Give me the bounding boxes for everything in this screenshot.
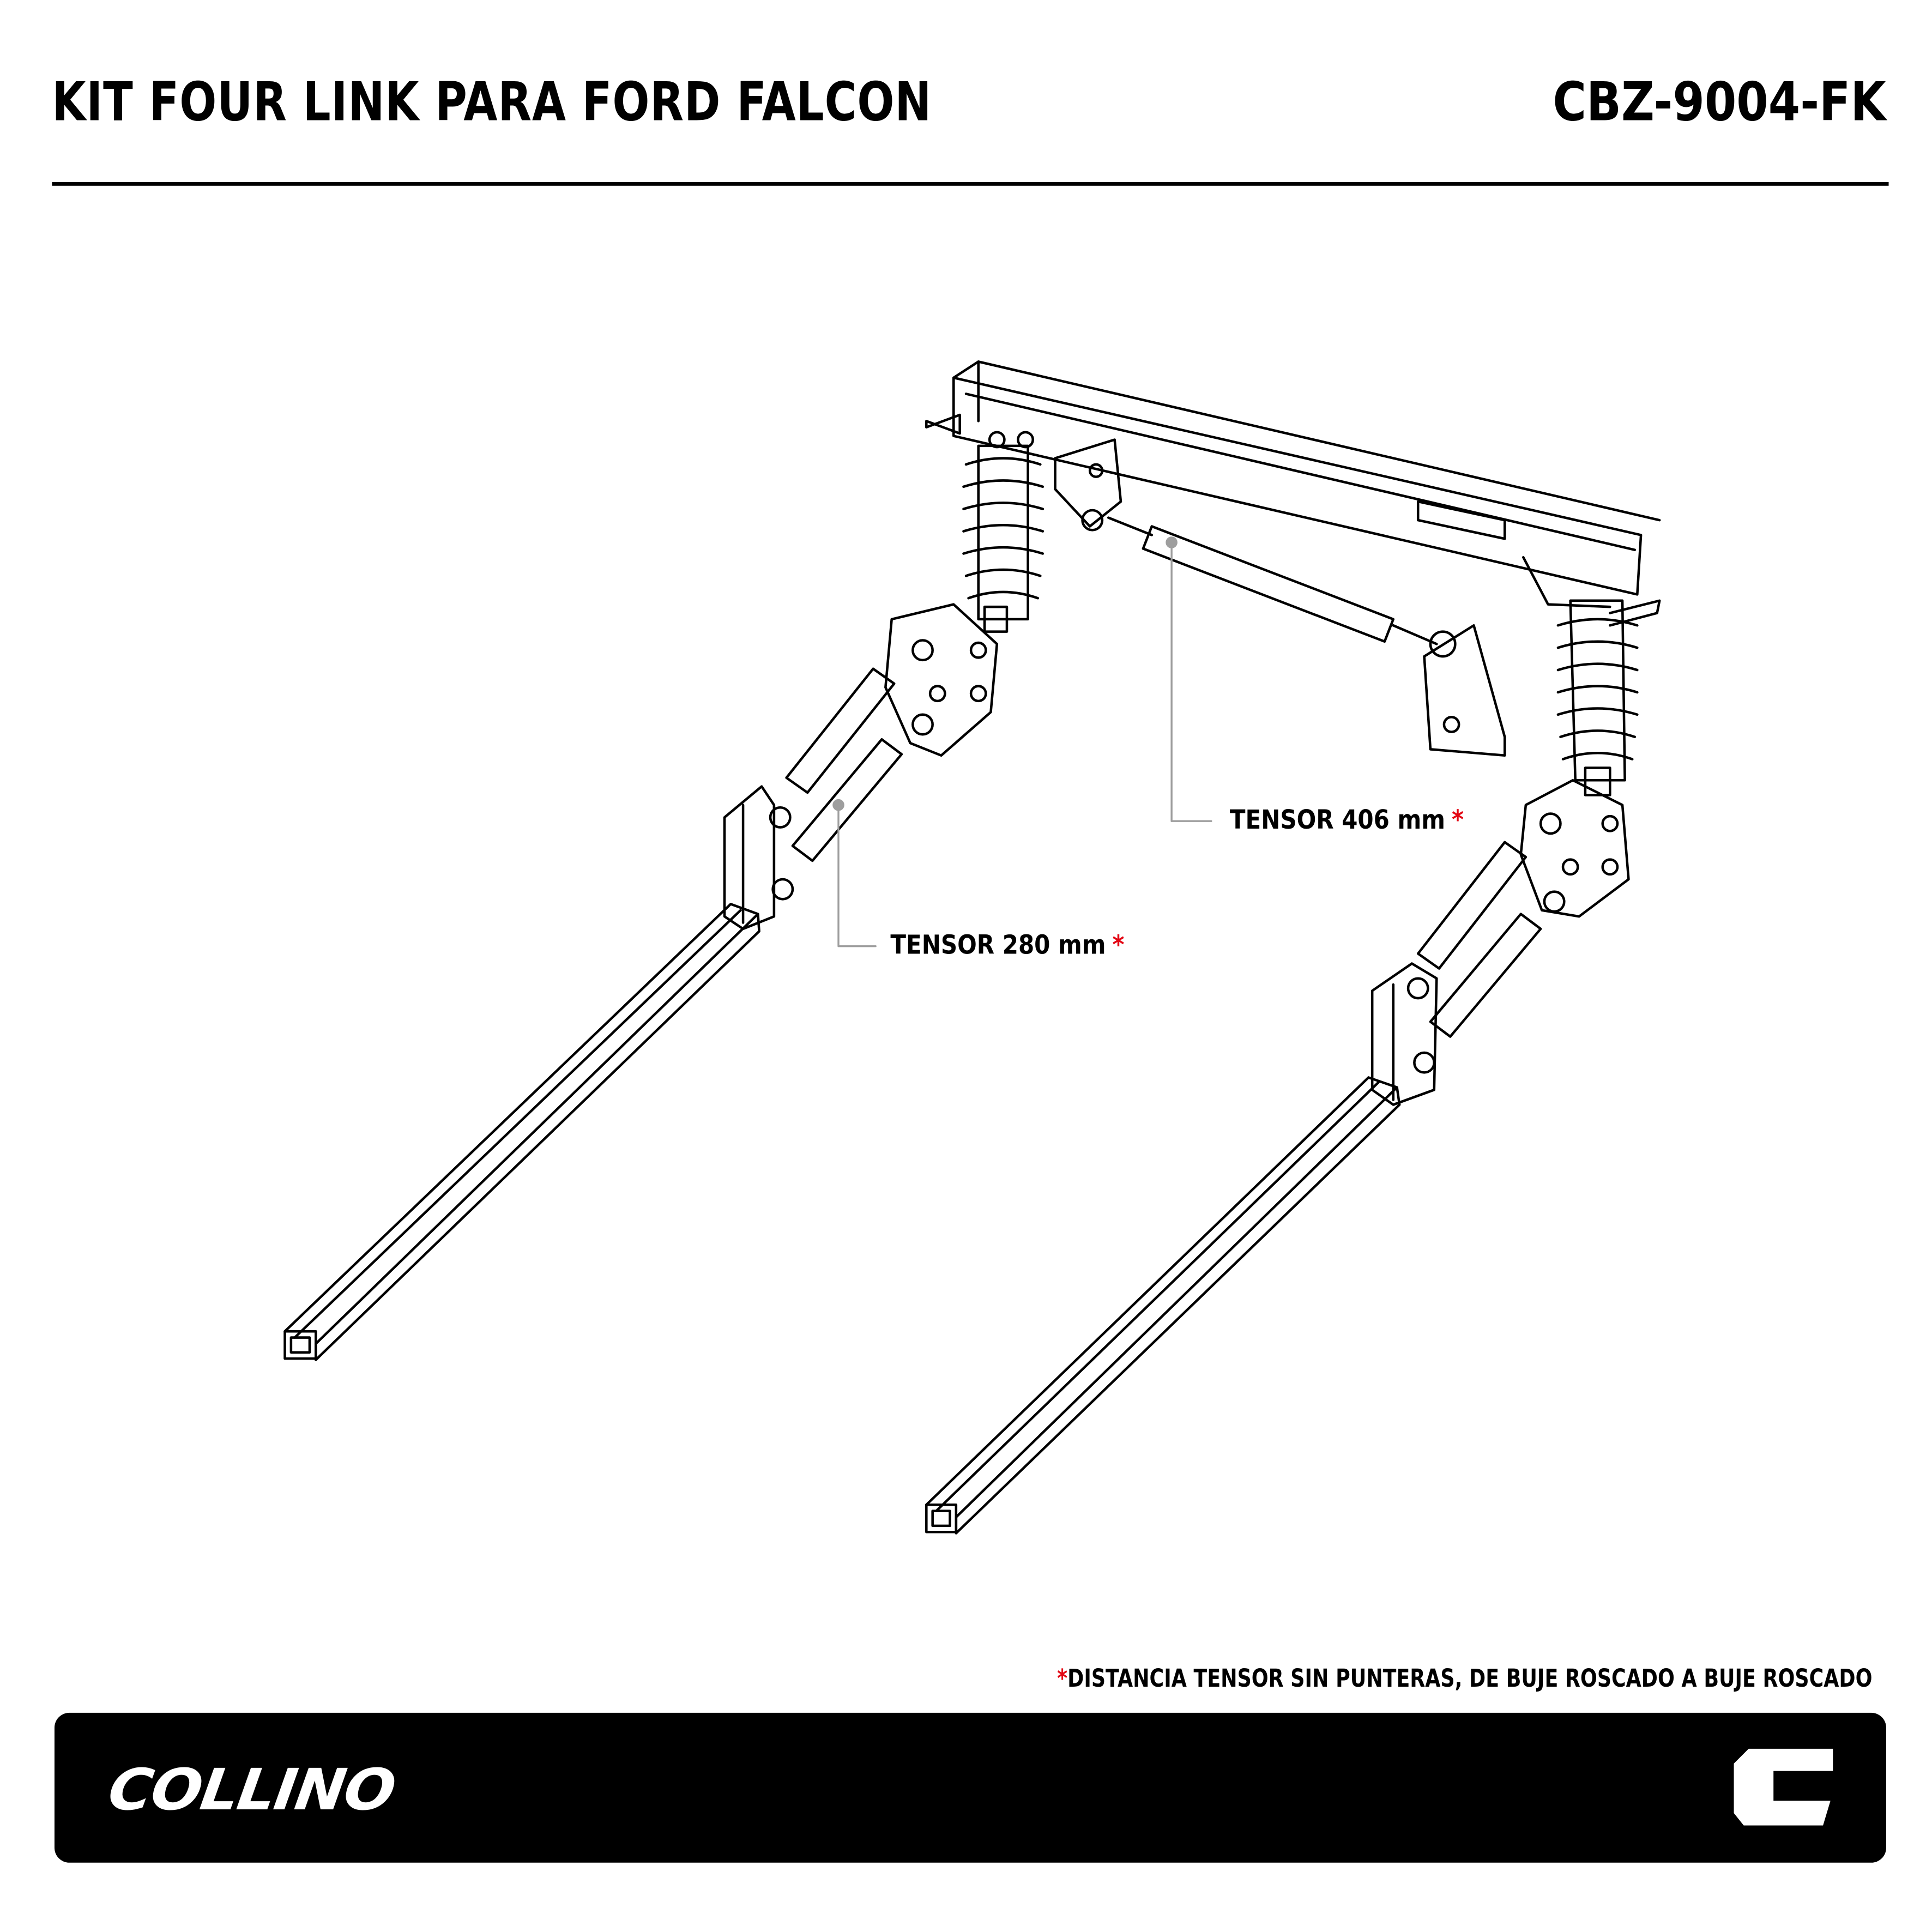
left-tensors: [769, 667, 903, 901]
left-axle-bracket: [884, 603, 999, 757]
collino-monogram-icon: [1734, 1748, 1833, 1826]
left-frame-bracket: [723, 785, 776, 931]
asterisk: *: [1112, 930, 1125, 960]
callout-label: TENSOR 280 mm: [890, 930, 1106, 960]
callout-label: TENSOR 406 mm: [1229, 805, 1445, 835]
footnote-asterisk: *: [1057, 1663, 1068, 1693]
callout-tensor-280: TENSOR 280 mm*: [890, 930, 1124, 960]
right-tensors: [1406, 841, 1542, 1074]
header-divider: [52, 182, 1889, 186]
right-rail: [925, 1076, 1401, 1535]
leader-406: [1166, 536, 1212, 822]
brand-footer: [54, 1712, 1886, 1863]
right-axle-bracket: [1519, 778, 1630, 918]
right-coilover: [1556, 599, 1639, 796]
left-coilover: [962, 444, 1045, 633]
callout-tensor-406: TENSOR 406 mm*: [1230, 805, 1464, 835]
collino-logo: COLLINO: [104, 1756, 399, 1824]
product-code: CBZ-9004-FK: [1553, 71, 1886, 134]
crossmember: [925, 360, 1661, 627]
page-title: KIT FOUR LINK PARA FORD FALCON: [52, 71, 932, 134]
footnote-text: DISTANCIA TENSOR SIN PUNTERAS, DE BUJE R…: [1067, 1663, 1873, 1693]
asterisk: *: [1451, 805, 1464, 835]
footnote: *DISTANCIA TENSOR SIN PUNTERAS, DE BUJE …: [1058, 1663, 1873, 1693]
tensor-406: [1107, 516, 1506, 757]
left-rail: [283, 903, 760, 1361]
leader-280: [832, 799, 877, 947]
